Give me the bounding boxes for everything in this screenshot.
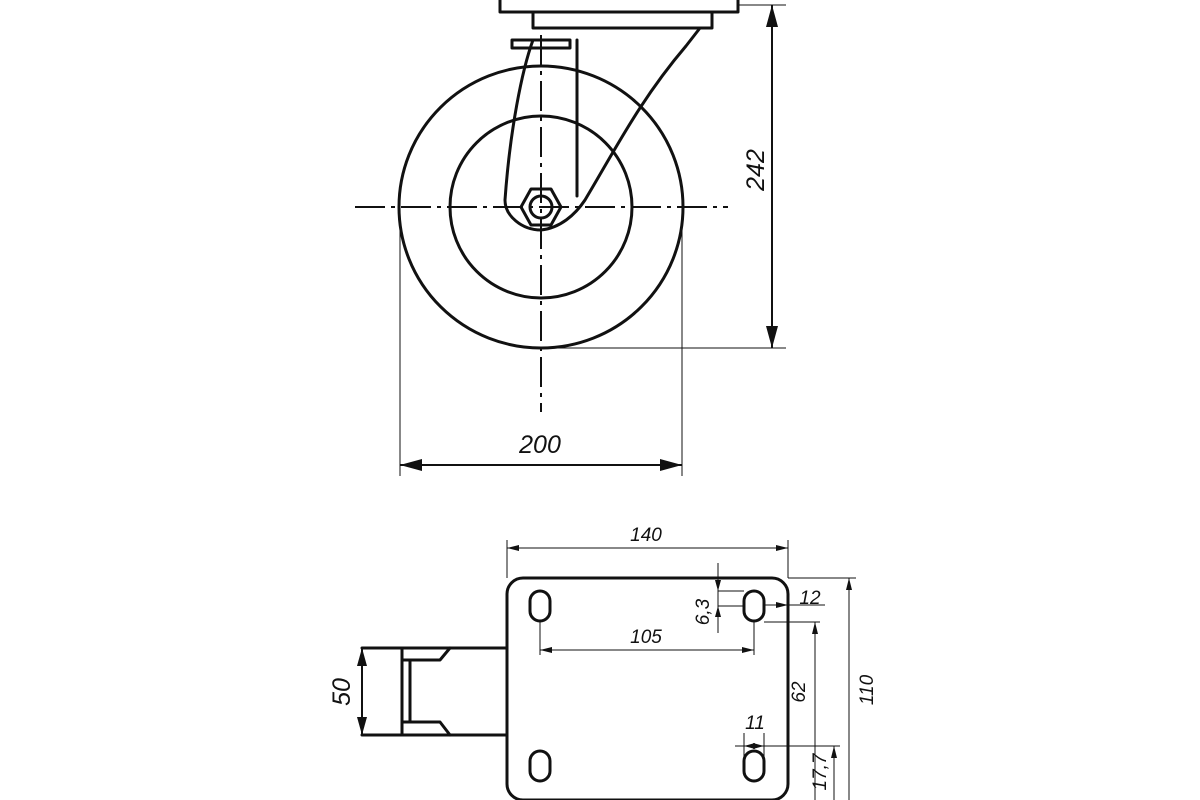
arrow-up-icon <box>715 606 721 617</box>
arrow-down-icon <box>715 580 721 591</box>
arrow-down-icon <box>357 717 367 735</box>
dimension-label-height: 242 <box>742 149 770 192</box>
dimension-label-edge-offset-side: 12 <box>799 588 821 609</box>
fork-bracket <box>510 38 572 50</box>
wheel-width-outline <box>360 646 509 737</box>
arrow-up-icon <box>766 5 778 27</box>
dimension-label-hole-spacing-length: 105 <box>630 627 662 648</box>
arrow-right-icon <box>776 602 788 608</box>
arrow-left-icon <box>400 459 422 471</box>
arrow-left-icon <box>507 545 519 551</box>
mounting-plate-plan-view: 50 140 110 105 6,3 <box>328 525 878 800</box>
dimension-label-slot-width: 6,3 <box>693 598 714 625</box>
mounting-slot-bottom-left <box>528 749 552 783</box>
fork-outline <box>503 26 702 232</box>
arrow-up-icon <box>357 648 367 666</box>
arrow-right-icon <box>753 743 764 749</box>
swivel-bearing <box>531 10 714 30</box>
mounting-plate <box>505 576 790 800</box>
mounting-slot-bottom-right <box>742 749 766 783</box>
arrow-right-icon <box>742 647 754 653</box>
dimension-label-slot-length: 11 <box>745 713 765 734</box>
caster-side-elevation: 242 200 <box>355 0 786 476</box>
mounting-slot-top-left <box>528 589 552 623</box>
dimension-label-diameter: 200 <box>518 431 561 459</box>
arrow-right-icon <box>660 459 682 471</box>
wheel-width-bracket <box>400 646 452 737</box>
dimension-label-plate-length: 140 <box>630 525 662 546</box>
mounting-plate-edge <box>498 0 740 14</box>
arrow-left-icon <box>744 743 755 749</box>
arrow-down-icon <box>766 326 778 348</box>
arrow-up-icon <box>831 746 837 758</box>
arrow-right-icon <box>776 545 788 551</box>
dimension-label-wheel-width: 50 <box>328 678 356 706</box>
arrow-up-icon <box>846 578 852 590</box>
dimension-label-hole-spacing-width: 62 <box>789 681 810 703</box>
dimension-label-edge-offset-bottom: 17,7 <box>810 752 831 790</box>
dimension-label-plate-width: 110 <box>857 674 878 705</box>
arrow-up-icon <box>812 622 818 634</box>
mounting-slot-top-right <box>742 589 766 623</box>
arrow-left-icon <box>540 647 552 653</box>
